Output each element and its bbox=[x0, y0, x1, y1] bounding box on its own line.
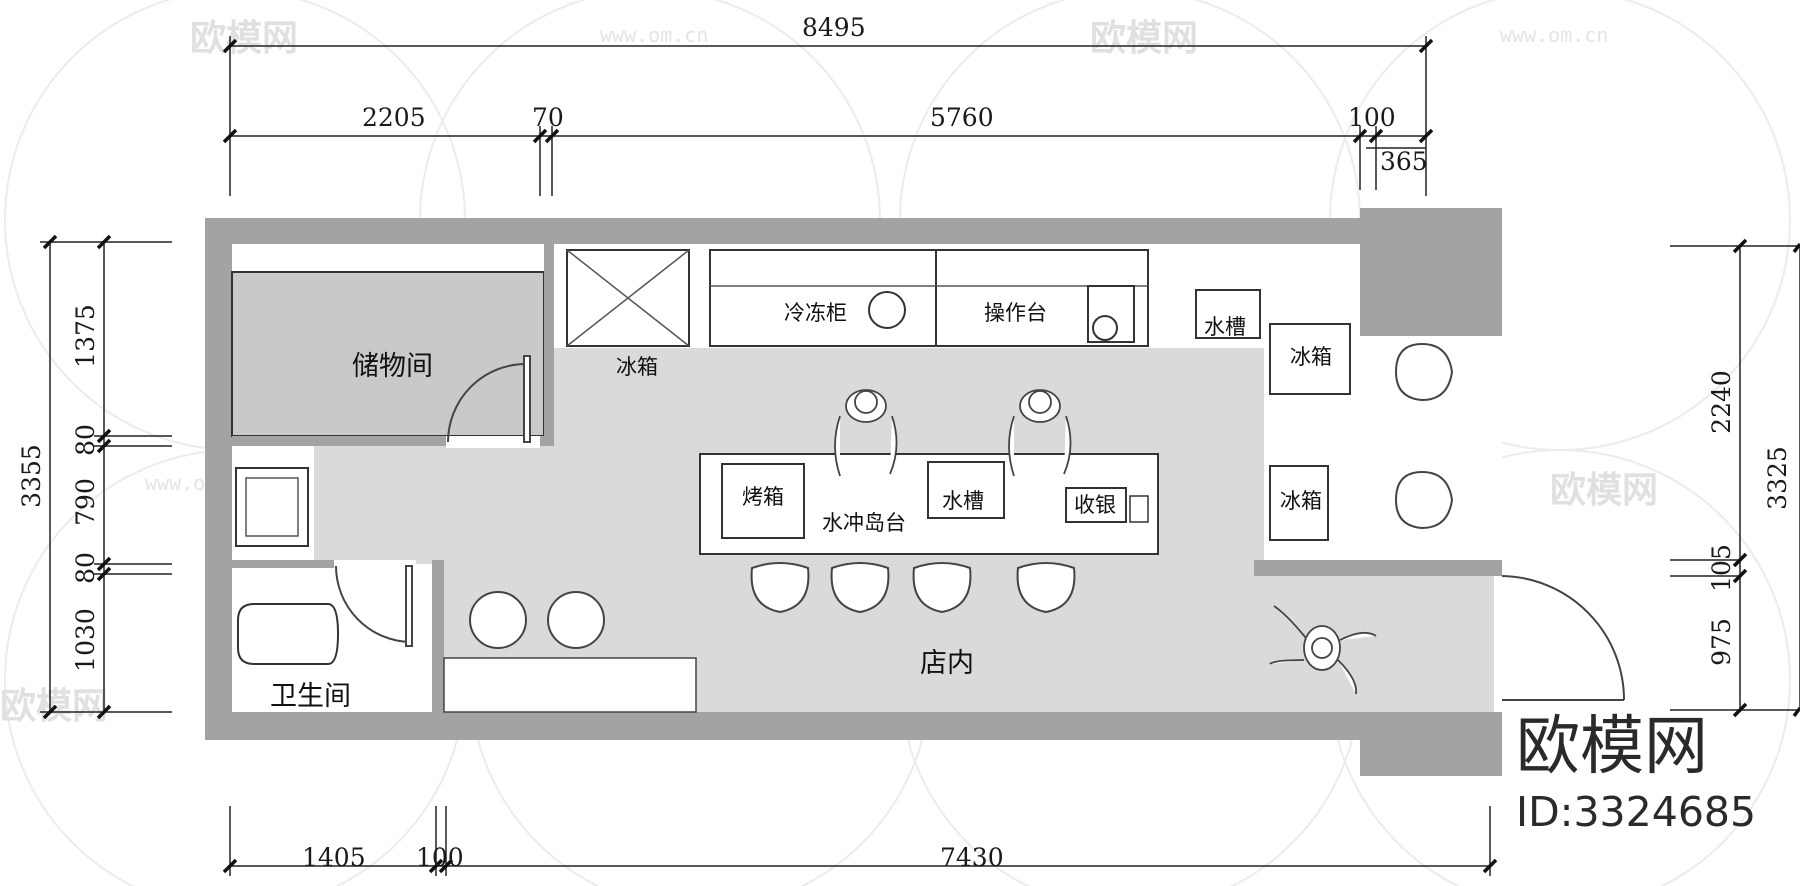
card-reader-icon bbox=[1129, 495, 1149, 523]
toilet-wall-side bbox=[432, 560, 444, 712]
dim-top-seg1: 2205 bbox=[362, 103, 426, 132]
label-fridge-top: 冰箱 bbox=[616, 355, 658, 379]
dim-top-seg2: 70 bbox=[532, 103, 564, 132]
staff-figure-icon bbox=[1008, 389, 1072, 477]
room-label-storage: 储物间 bbox=[352, 351, 433, 382]
wall-pier-top-right bbox=[1360, 208, 1502, 336]
freezer-unit bbox=[709, 249, 937, 347]
storage-door-swing bbox=[447, 363, 527, 443]
wall-pier-bottom-right bbox=[1360, 700, 1502, 776]
watermark-brand: 欧模网 bbox=[1550, 470, 1658, 511]
dim-left-seg1: 1375 bbox=[71, 304, 100, 368]
brand-logo: 欧模网 bbox=[1516, 710, 1708, 784]
storage-door-leaf bbox=[523, 355, 531, 443]
top-sink-unit bbox=[1195, 289, 1261, 339]
dimension-ticks bbox=[42, 38, 1800, 874]
island-sink-unit bbox=[927, 461, 1005, 519]
watermark-brand: 欧模网 bbox=[190, 18, 298, 59]
bar-stool-icon bbox=[750, 562, 1076, 614]
dim-bottom-seg2: 100 bbox=[416, 843, 464, 872]
entrance-floor bbox=[1360, 564, 1502, 712]
label-oven: 烤箱 bbox=[742, 485, 784, 509]
toilet-door-swing bbox=[335, 565, 411, 643]
label-cashier: 收银 bbox=[1074, 493, 1116, 517]
label-workbench: 操作台 bbox=[984, 301, 1047, 325]
freezer-dispenser-icon bbox=[868, 291, 906, 329]
label-island: 水冲岛台 bbox=[822, 511, 906, 535]
entrance-wall bbox=[1254, 560, 1502, 576]
dim-left-seg5: 1030 bbox=[71, 608, 100, 672]
room-label-toilet: 卫生间 bbox=[270, 681, 351, 712]
door-opening bbox=[1494, 576, 1502, 712]
oven-unit bbox=[721, 463, 805, 539]
storage-side-wall bbox=[544, 244, 554, 446]
storage-door-gap bbox=[446, 436, 540, 448]
dim-left-seg3: 790 bbox=[71, 478, 100, 526]
front-bench bbox=[443, 657, 697, 713]
dim-left-seg2: 80 bbox=[71, 424, 100, 456]
dim-bottom-seg1: 1405 bbox=[302, 843, 366, 872]
toilet-door-gap bbox=[334, 560, 416, 570]
cashier-unit bbox=[1065, 487, 1127, 523]
dim-right-total: 3325 bbox=[1763, 446, 1792, 510]
customer-figure-icon bbox=[1269, 605, 1377, 695]
storage-shelving bbox=[231, 271, 545, 437]
dim-right-seg3: 975 bbox=[1707, 618, 1736, 666]
dim-right-seg1: 2240 bbox=[1707, 370, 1736, 434]
label-fridge-right-2: 冰箱 bbox=[1280, 489, 1322, 513]
toilet-fixture bbox=[237, 603, 340, 665]
window-chair-icon bbox=[1394, 342, 1454, 530]
entrance-door-swing bbox=[1501, 575, 1625, 701]
label-sink-top: 水槽 bbox=[1204, 315, 1246, 339]
watermark-url: www.om.cn bbox=[1500, 23, 1608, 47]
dim-top-seg5: 365 bbox=[1380, 147, 1428, 176]
round-table-icon bbox=[469, 591, 605, 649]
dim-top-seg3: 5760 bbox=[930, 103, 994, 132]
right-fridge-1-unit bbox=[1269, 323, 1351, 395]
wash-basin bbox=[235, 467, 309, 547]
label-fridge-right-1: 冰箱 bbox=[1290, 345, 1332, 369]
basin-bowl bbox=[245, 477, 299, 537]
dim-right-seg2: 105 bbox=[1707, 544, 1736, 592]
label-freezer: 冷冻柜 bbox=[784, 301, 847, 325]
dim-bottom-seg3: 7430 bbox=[940, 843, 1004, 872]
brand-id: ID:3324685 bbox=[1516, 788, 1756, 836]
storage-wall bbox=[232, 436, 552, 446]
right-fridge-2-unit bbox=[1269, 465, 1329, 541]
toilet-door-leaf bbox=[405, 565, 413, 647]
watermark-url: www.om.cn bbox=[600, 23, 708, 47]
staff-figure-icon bbox=[834, 389, 898, 477]
dim-top-seg4: 100 bbox=[1348, 103, 1396, 132]
dim-left-seg4: 80 bbox=[71, 552, 100, 584]
label-island-sink: 水槽 bbox=[942, 489, 984, 513]
dim-top-total: 8495 bbox=[802, 13, 866, 42]
watermark-brand: 欧模网 bbox=[1090, 18, 1198, 59]
room-label-shop: 店内 bbox=[920, 648, 974, 679]
toilet-wall-top bbox=[232, 560, 412, 568]
dim-left-total: 3355 bbox=[17, 444, 46, 508]
